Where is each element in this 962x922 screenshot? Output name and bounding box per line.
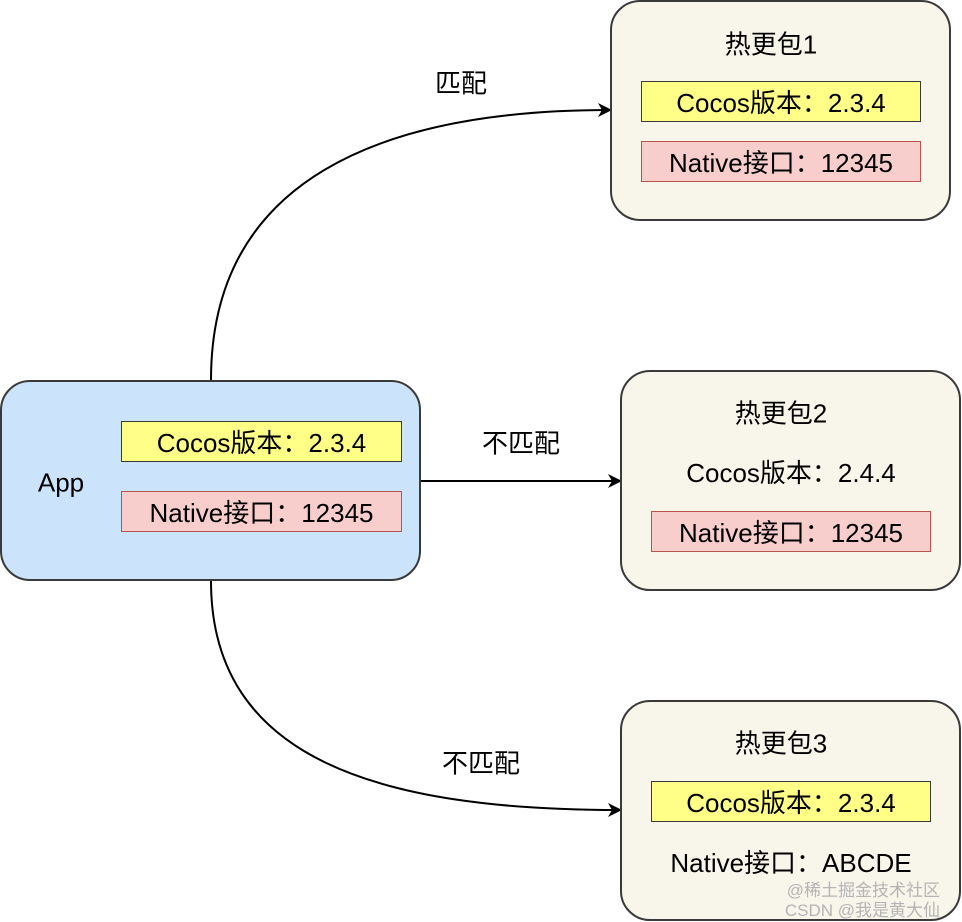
- package-1-title: 热更包1: [724, 29, 818, 60]
- package-3-cocos-version: Cocos版本：2.3.4: [651, 781, 931, 822]
- watermark-juejin: @稀土掘金技术社区: [786, 881, 940, 900]
- package-2-node: [620, 370, 961, 591]
- edge-app-to-package3: [210, 580, 622, 817]
- app-native-interface: Native接口：12345: [121, 491, 402, 532]
- edge-label-mismatch-2: 不匹配: [441, 748, 521, 779]
- package-3-native-interface: Native接口：ABCDE: [670, 848, 912, 878]
- package-2-cocos-version: Cocos版本：2.4.4: [686, 458, 896, 488]
- watermark-csdn: CSDN @我是黄大仙: [784, 901, 940, 920]
- app-cocos-version: Cocos版本：2.3.4: [121, 421, 402, 462]
- edge-app-to-package1: [210, 103, 612, 381]
- package-3-title: 热更包3: [734, 728, 828, 759]
- package-2-title: 热更包2: [734, 398, 828, 429]
- package-1-cocos-version: Cocos版本：2.3.4: [641, 81, 921, 122]
- edge-label-mismatch-1: 不匹配: [481, 428, 561, 459]
- app-node: [0, 380, 421, 581]
- package-2-native-interface: Native接口：12345: [651, 511, 931, 552]
- edge-label-match: 匹配: [434, 68, 488, 99]
- package-1-native-interface: Native接口：12345: [641, 141, 921, 182]
- app-title: App: [37, 467, 85, 498]
